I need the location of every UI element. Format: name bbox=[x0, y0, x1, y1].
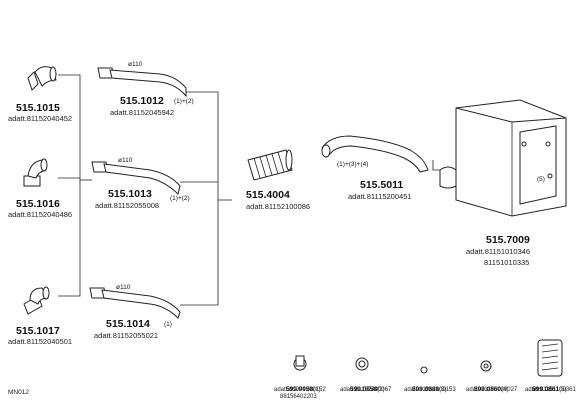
accessory-ref: (1) bbox=[313, 387, 321, 393]
diagram-code: MN012 bbox=[8, 389, 29, 396]
elbow-pipe-515-1016 bbox=[23, 158, 48, 187]
part-adatt-2: 81151010335 bbox=[484, 258, 530, 267]
part-number: 515.1015 bbox=[16, 102, 60, 114]
pipe-515-1013 bbox=[91, 161, 181, 195]
pipe-515-1014 bbox=[89, 287, 181, 319]
accessory-number: 599.0861 bbox=[532, 386, 560, 393]
elbow-pipe-515-1017 bbox=[23, 286, 50, 315]
footnote-ref: (1)+(3)+(4) bbox=[337, 161, 369, 168]
elbow-pipe-515-1015 bbox=[27, 66, 57, 91]
part-adatt: adatt.81151010346 bbox=[466, 247, 531, 256]
part-adatt: adatt.81152055021 bbox=[94, 331, 159, 340]
accessory-number: 599.0860 bbox=[474, 386, 502, 393]
footnote-ref: (5) bbox=[537, 176, 545, 183]
accessory-adatt-2: 88156402203 bbox=[280, 394, 317, 400]
accessory-adatt: adatt.81152400067 bbox=[340, 387, 392, 393]
part-number: 515.1012 bbox=[120, 95, 164, 107]
diameter-label: ø110 bbox=[118, 157, 133, 164]
accessory-adatt: adatt.81151100361 bbox=[525, 387, 576, 393]
accessory-ref: (2) bbox=[377, 387, 385, 393]
accessory-item: 599.0860(4) bbox=[474, 379, 508, 395]
connector-line bbox=[58, 74, 81, 297]
accessory-item: 599.0388(3) bbox=[412, 379, 446, 395]
accessory-ref: (3) bbox=[439, 387, 447, 393]
diameter-label: ø110 bbox=[128, 61, 143, 68]
accessory-adatt: adatt.81155020027 bbox=[466, 387, 518, 393]
part-adatt: adatt.81152040486 bbox=[8, 210, 73, 219]
footnote-ref: (1)+(2) bbox=[170, 195, 190, 202]
accessory-number: 599.0058 bbox=[286, 386, 314, 393]
clamp-599-0860 bbox=[480, 360, 492, 372]
part-number: 515.5011 bbox=[360, 179, 404, 191]
part-number: 515.7009 bbox=[486, 234, 530, 246]
part-adatt: adatt.81152045942 bbox=[110, 108, 175, 117]
muffler-515-7009 bbox=[439, 99, 567, 217]
flex-pipe-515-4004 bbox=[247, 149, 293, 181]
accessory-ref: (4) bbox=[501, 387, 509, 393]
connector-line bbox=[180, 91, 219, 306]
footnote-ref: (1) bbox=[164, 321, 172, 328]
part-adatt: adatt.81152040501 bbox=[8, 337, 73, 346]
accessory-adatt: adatt.81962100153 bbox=[404, 387, 456, 393]
accessory-number: 599.0858 bbox=[350, 386, 378, 393]
gasket-599-0388 bbox=[420, 366, 428, 374]
accessory-item: 599.0058(1) bbox=[286, 379, 320, 395]
clamp-599-0058 bbox=[293, 355, 307, 371]
part-number: 515.1013 bbox=[108, 188, 152, 200]
accessory-ref: (5) bbox=[559, 387, 567, 393]
part-number: 515.4004 bbox=[246, 189, 290, 201]
part-number: 515.1016 bbox=[16, 198, 60, 210]
accessory-item: 599.0861(5) bbox=[532, 379, 566, 395]
footnote-ref: (1)+(2) bbox=[174, 98, 194, 105]
accessory-number: 599.0388 bbox=[412, 386, 440, 393]
diameter-label: ø110 bbox=[116, 284, 131, 291]
pipe-515-5011 bbox=[321, 135, 429, 173]
clamp-599-0858 bbox=[355, 357, 369, 371]
part-adatt: adatt.81152040452 bbox=[8, 114, 73, 123]
part-adatt: adatt.81115200451 bbox=[348, 192, 412, 201]
heatshield-599-0861 bbox=[537, 339, 563, 377]
part-number: 515.1014 bbox=[106, 318, 150, 330]
part-adatt: adatt.81152055008 bbox=[95, 201, 160, 210]
accessory-item: 599.0858(2) bbox=[350, 379, 384, 395]
accessory-adatt: adatt.81974200152 bbox=[274, 387, 326, 393]
pipe-515-1012 bbox=[97, 67, 187, 98]
part-adatt: adatt.81152100086 bbox=[246, 202, 311, 211]
part-number: 515.1017 bbox=[16, 325, 60, 337]
